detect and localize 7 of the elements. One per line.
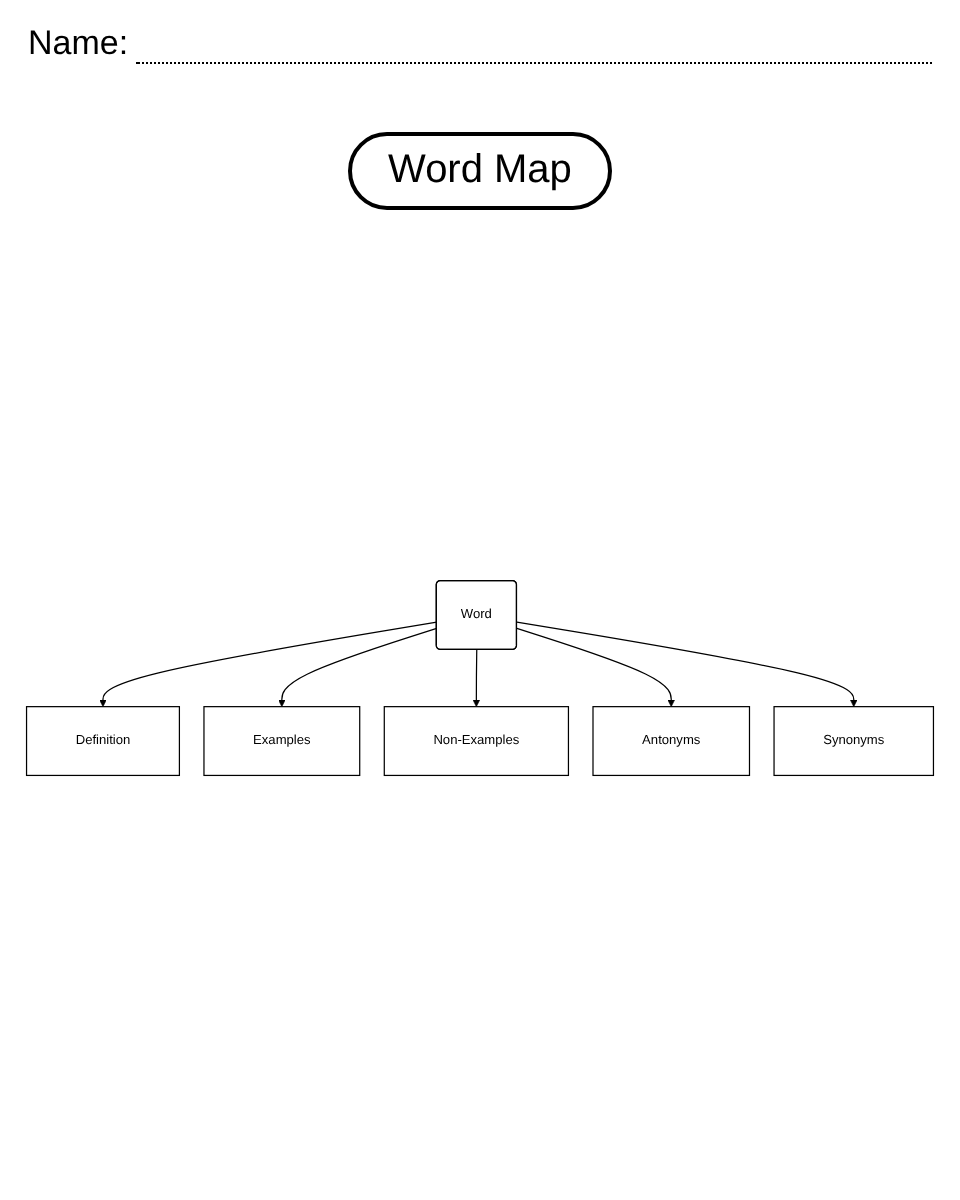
- arrow: [472, 649, 480, 707]
- arrow: [278, 627, 438, 707]
- title-box: Word Map: [348, 132, 612, 210]
- name-label: Name:: [28, 24, 129, 64]
- arrow: [516, 621, 858, 707]
- arrow: [99, 621, 438, 707]
- arrow: [516, 627, 675, 707]
